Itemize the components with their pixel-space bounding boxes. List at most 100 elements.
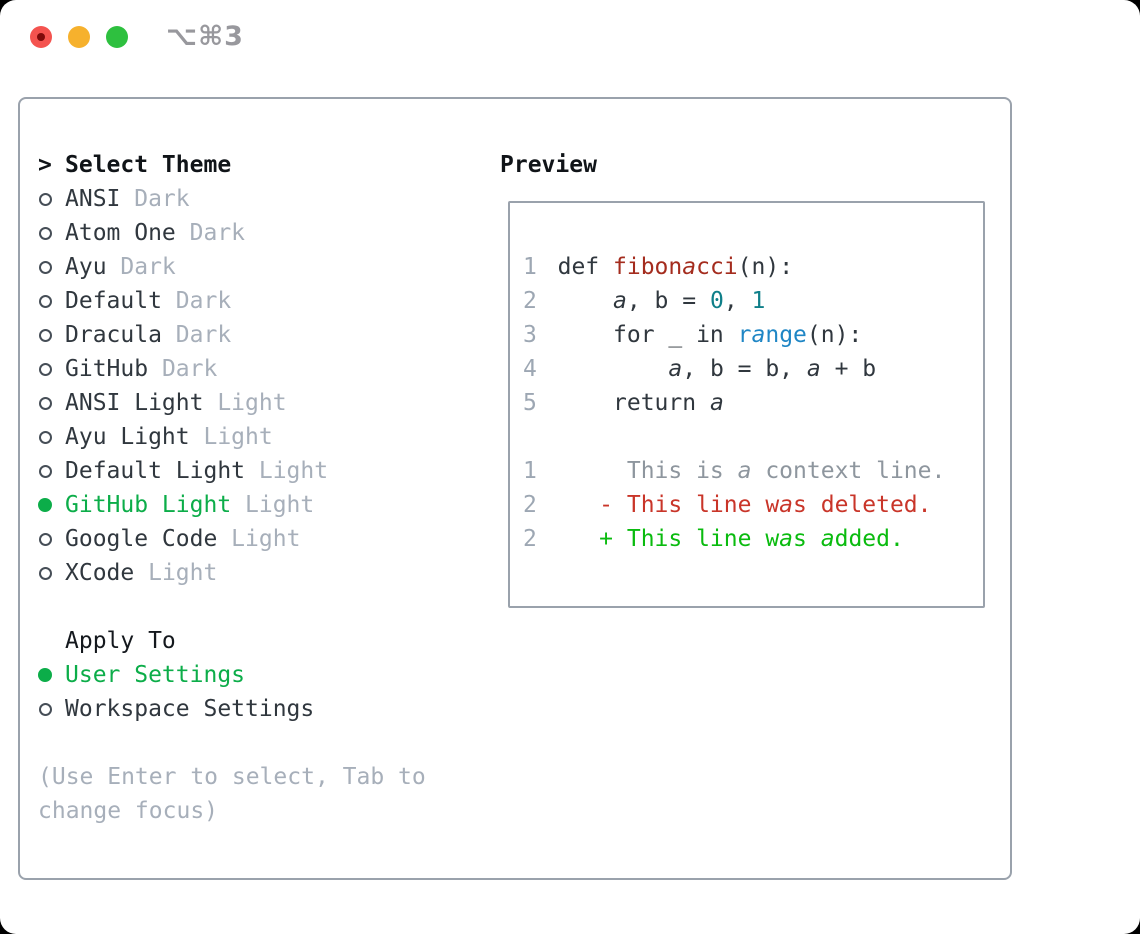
radio-unselected-icon: [38, 702, 65, 716]
theme-option-ayu[interactable]: Ayu Dark: [38, 250, 328, 284]
radio-unselected-icon: [38, 464, 65, 478]
theme-variant: Dark: [161, 288, 232, 314]
radio-unselected-icon: [38, 532, 65, 546]
cursor-icon: >: [38, 152, 52, 178]
theme-name: Ayu Light: [65, 424, 190, 450]
theme-option-github-light[interactable]: GitHub Light Light: [38, 488, 328, 522]
zoom-button[interactable]: [106, 26, 128, 48]
close-dot-icon: [37, 33, 45, 41]
theme-variant: Light: [217, 526, 301, 552]
code-segment-pl: a, b = b, a + b: [668, 356, 877, 382]
theme-option-dracula[interactable]: Dracula Dark: [38, 318, 328, 352]
code-line: 3 for _ in range(n):: [523, 318, 983, 352]
code-line: 5 return a: [523, 386, 983, 420]
theme-name: ANSI Light: [65, 390, 204, 416]
theme-name: Dracula: [65, 322, 162, 348]
theme-name: GitHub Light: [65, 492, 232, 518]
radio-unselected-icon: [38, 328, 65, 342]
theme-name: GitHub: [65, 356, 149, 382]
theme-option-google-code[interactable]: Google Code Light: [38, 522, 328, 556]
line-number: 1: [523, 254, 537, 280]
menu-header-label: Select Theme: [65, 152, 232, 178]
help-text: (Use Enter to select, Tab to change focu…: [38, 764, 426, 824]
theme-variant: Light: [189, 424, 273, 450]
theme-name: Default Light: [65, 458, 246, 484]
code-segment-del: - This line was deleted.: [557, 492, 932, 518]
theme-name: Google Code: [65, 526, 218, 552]
radio-unselected-icon: [38, 396, 65, 410]
code-segment-pl: (n):: [806, 322, 863, 348]
theme-variant: Dark: [148, 356, 218, 382]
line-number: 5: [523, 390, 537, 416]
radio-unselected-icon: [38, 294, 65, 308]
theme-option-ansi-light[interactable]: ANSI Light Light: [38, 386, 328, 420]
theme-name: Atom One: [65, 220, 176, 246]
apply-option-label: User Settings: [65, 662, 246, 688]
code-segment-pl: for _ in: [557, 322, 738, 348]
code-segment-add: + This line was added.: [557, 526, 904, 552]
radio-selected-icon: [38, 668, 65, 682]
code-line: 2 - This line was deleted.: [523, 488, 983, 522]
theme-option-ayu-light[interactable]: Ayu Light Light: [38, 420, 328, 454]
theme-variant: Light: [134, 560, 218, 586]
code-line: 1 This is a context line.: [523, 454, 983, 488]
theme-option-default-light[interactable]: Default Light Light: [38, 454, 328, 488]
apply-option-workspace-settings[interactable]: Workspace Settings: [38, 692, 328, 726]
radio-unselected-icon: [38, 192, 65, 206]
preview-title: Preview: [500, 152, 597, 178]
line-number: 2: [523, 526, 537, 552]
theme-name: XCode: [65, 560, 135, 586]
code-segment-fn: fibonacci: [613, 254, 738, 280]
code-segment-bi: range: [737, 322, 807, 348]
line-number: 2: [523, 288, 537, 314]
theme-name: ANSI: [65, 186, 121, 212]
close-button[interactable]: [30, 26, 52, 48]
code-segment-pl: a, b =: [613, 288, 710, 314]
code-line: [523, 420, 983, 454]
theme-name: Ayu: [65, 254, 107, 280]
code-segment-pl: (n):: [737, 254, 794, 280]
radio-unselected-icon: [38, 566, 65, 580]
theme-option-xcode[interactable]: XCode Light: [38, 556, 328, 590]
theme-option-default[interactable]: Default Dark: [38, 284, 328, 318]
apply-option-user-settings[interactable]: User Settings: [38, 658, 328, 692]
window-title: ⌥⌘3: [166, 21, 244, 52]
code-line: 4 a, b = b, a + b: [523, 352, 983, 386]
minimize-button[interactable]: [68, 26, 90, 48]
spacer-row: [38, 590, 328, 624]
theme-option-github[interactable]: GitHub Dark: [38, 352, 328, 386]
theme-variant: Light: [231, 492, 315, 518]
radio-unselected-icon: [38, 430, 65, 444]
line-number: 4: [523, 356, 537, 382]
apply-option-label: Workspace Settings: [65, 696, 315, 722]
apply-to-label: Apply To: [65, 628, 176, 654]
code-segment-num: 0: [709, 288, 724, 314]
titlebar-traffic-lights: [30, 26, 128, 48]
theme-variant: Dark: [120, 186, 190, 212]
radio-unselected-icon: [38, 260, 65, 274]
theme-option-ansi[interactable]: ANSI Dark: [38, 182, 328, 216]
code-segment-kw: def: [557, 254, 613, 280]
theme-variant: Light: [245, 458, 329, 484]
menu-header: > Select Theme: [38, 148, 328, 182]
radio-selected-icon: [38, 498, 65, 512]
code-segment-num: 1: [751, 288, 766, 314]
apply-to-header: Apply To: [38, 624, 328, 658]
line-number: 2: [523, 492, 537, 518]
code-segment-ctx: This is a context line.: [557, 458, 946, 484]
theme-name: Default: [65, 288, 162, 314]
code-line: 2 a, b = 0, 1: [523, 284, 983, 318]
radio-unselected-icon: [38, 362, 65, 376]
radio-unselected-icon: [38, 226, 65, 240]
theme-variant: Dark: [161, 322, 232, 348]
theme-variant: Dark: [175, 220, 246, 246]
theme-variant: Light: [203, 390, 287, 416]
code-line: 2 + This line was added.: [523, 522, 983, 556]
code-line: 1 def fibonacci(n):: [523, 250, 983, 284]
theme-option-atom-one[interactable]: Atom One Dark: [38, 216, 328, 250]
